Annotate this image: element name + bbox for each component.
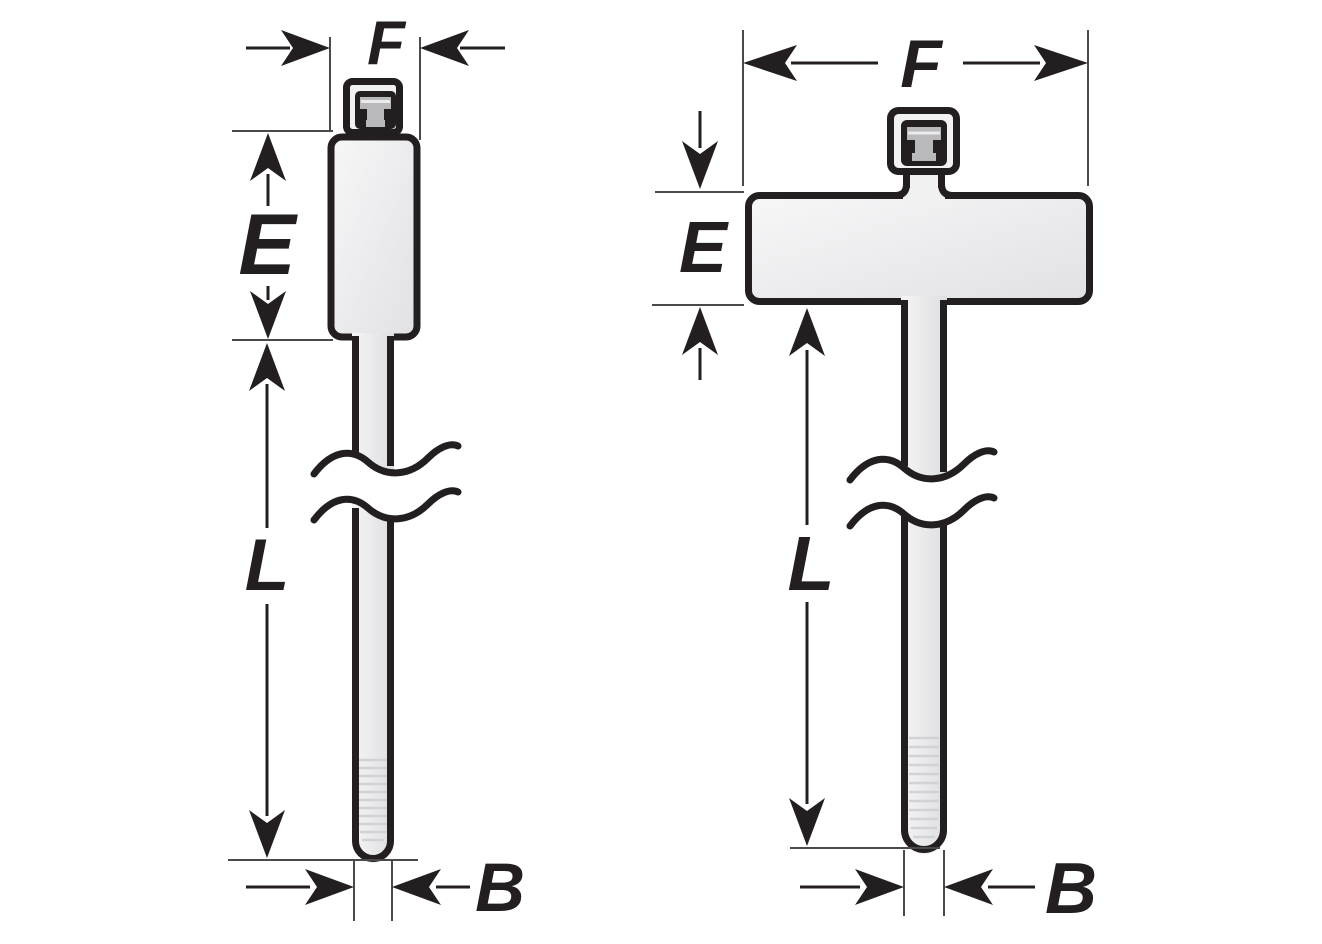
break-symbol: [846, 447, 998, 530]
arrowhead: [789, 798, 825, 846]
dimension-f: F: [742, 26, 1089, 186]
strap-lower-outline: [352, 508, 394, 862]
pawl-foot: [912, 153, 936, 161]
arrowhead: [249, 343, 285, 391]
arrowhead: [281, 30, 330, 66]
neck-fillet: [894, 183, 910, 199]
pawl-foot: [366, 120, 385, 127]
pawl: [360, 97, 391, 123]
arrowhead: [250, 291, 286, 339]
arrowhead: [789, 308, 825, 356]
arrowhead: [250, 133, 286, 181]
dimension-e: E: [232, 130, 333, 341]
break-wave-bottom: [310, 487, 462, 524]
dimension-l: L: [787, 308, 940, 849]
dim-label-e: E: [238, 197, 298, 293]
label-plate: [327, 133, 421, 341]
dim-label-e: E: [679, 208, 729, 288]
dim-label-f: F: [900, 26, 943, 102]
dimension-f: F: [246, 9, 505, 140]
dim-label-l: L: [245, 525, 290, 606]
strap-fill: [901, 296, 947, 854]
break-symbol: [310, 441, 462, 524]
strap-ribs: [358, 758, 388, 842]
arrowhead: [249, 810, 285, 858]
arrowhead: [682, 307, 718, 355]
arrowhead: [944, 869, 993, 905]
dimension-b: B: [800, 849, 1097, 929]
dim-label-f: F: [367, 9, 407, 78]
ratchet-socket: [355, 91, 396, 129]
label-plate: [745, 192, 1093, 305]
dim-label-b: B: [475, 849, 525, 926]
dim-label-b: B: [1045, 849, 1097, 929]
arrowhead: [855, 869, 904, 905]
arrowhead: [743, 45, 797, 81]
strap: [352, 333, 394, 863]
break-wave-top: [846, 447, 998, 484]
dimension-b: B: [246, 849, 525, 926]
dimension-l: L: [228, 343, 418, 861]
dimension-e: E: [652, 111, 744, 380]
left-tie-diagram: F E L B: [228, 9, 525, 926]
right-tie-diagram: F E L: [652, 26, 1097, 929]
arrowhead: [1034, 45, 1088, 81]
arrowhead: [420, 30, 469, 66]
arrowhead: [305, 869, 354, 905]
arrowhead: [682, 141, 718, 189]
strap: [901, 296, 947, 854]
arrowhead: [392, 869, 441, 905]
break-wave-bottom: [846, 493, 998, 530]
neck-fillet: [938, 183, 954, 199]
strap-lower-outline: [901, 514, 947, 853]
strap-ribs: [909, 736, 939, 839]
break-wave-top: [310, 441, 462, 478]
dim-label-l: L: [787, 521, 834, 607]
ratchet-socket: [901, 120, 947, 166]
